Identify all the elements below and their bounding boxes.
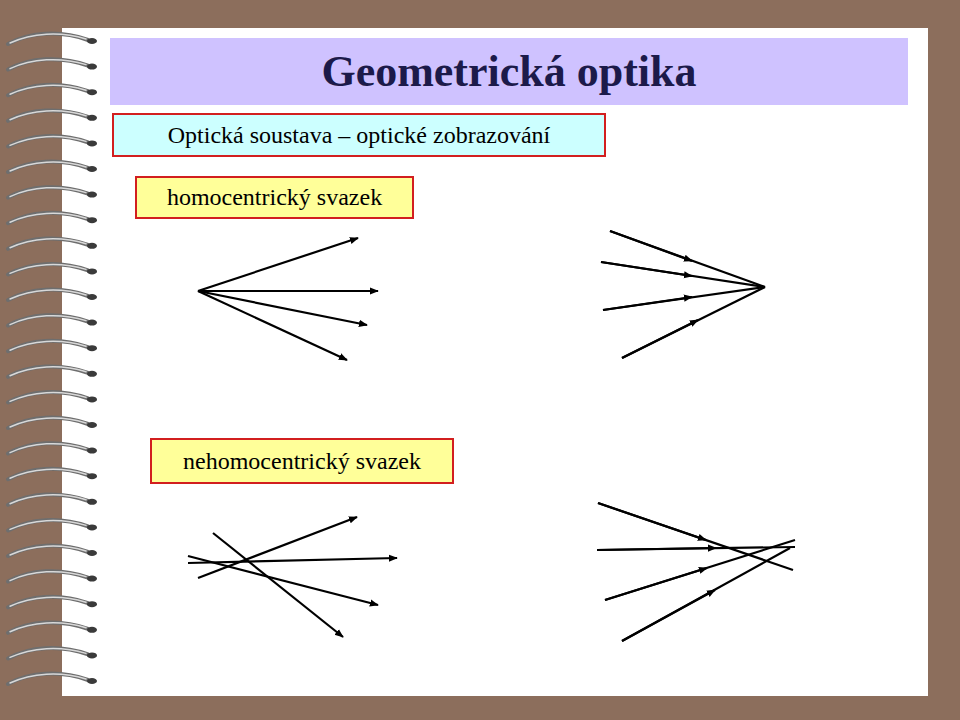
- section-heading-box: Optická soustava – optické zobrazování: [112, 113, 606, 157]
- term-box: homocentrický svazek: [135, 176, 414, 219]
- box-label: Optická soustava – optické zobrazování: [168, 122, 551, 148]
- term-box: nehomocentrický svazek: [150, 438, 454, 484]
- converging-beam: [601, 231, 765, 358]
- box-label: nehomocentrický svazek: [183, 448, 421, 474]
- scattered-converging-beam: [597, 503, 795, 641]
- box-label: homocentrický svazek: [167, 184, 382, 210]
- scattered-beam: [188, 517, 397, 637]
- slide-title: Geometrická optika: [321, 46, 696, 97]
- diverging-beam: [198, 238, 378, 360]
- title-band: Geometrická optika: [110, 38, 908, 105]
